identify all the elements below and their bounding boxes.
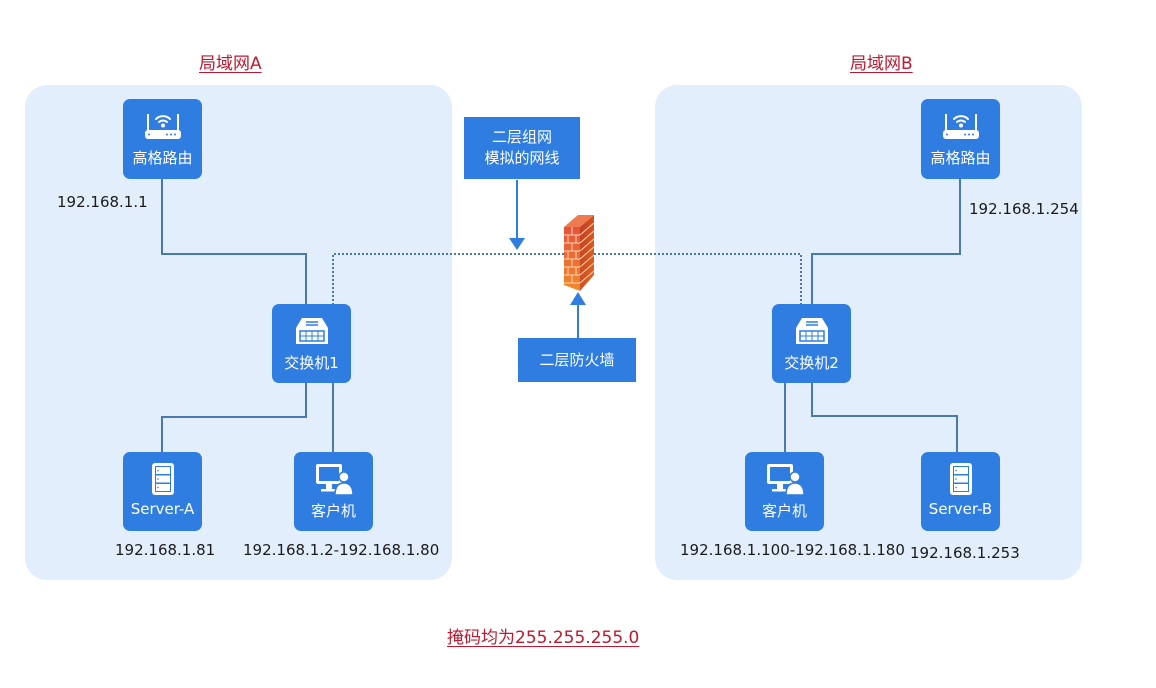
computer-user-icon	[766, 464, 805, 496]
router-b-ip: 192.168.1.254	[969, 200, 1079, 218]
switch-icon	[295, 318, 328, 344]
wire-switch-2-server-b	[811, 382, 958, 453]
switch-2-label: 交换机2	[784, 354, 839, 372]
router-a-ip: 192.168.1.1	[57, 193, 148, 211]
router-b-node[interactable]: 高格路由	[921, 99, 1000, 179]
subnet-mask-note: 掩码均为255.255.255.0	[447, 628, 640, 648]
brick-firewall-icon	[564, 215, 595, 291]
lan-b-panel	[655, 85, 1082, 580]
client-b-node[interactable]: 客户机	[745, 452, 824, 531]
firewall-callout: 二层防火墙	[518, 338, 636, 382]
wire-switch-1-server-a	[161, 382, 307, 453]
server-a-node[interactable]: Server-A	[123, 452, 202, 531]
cable-callout-arrow-head	[509, 238, 525, 250]
server-a-ip: 192.168.1.81	[115, 541, 216, 559]
server-b-label: Server-B	[928, 500, 993, 518]
switch-1-node[interactable]: 交换机1	[272, 304, 351, 383]
server-b-ip: 192.168.1.253	[910, 544, 1020, 562]
client-b-ip-range: 192.168.1.100-192.168.1.180	[680, 541, 905, 559]
router-a-node[interactable]: 高格路由	[123, 99, 202, 179]
server-a-label: Server-A	[130, 500, 195, 518]
router-a-label: 高格路由	[132, 149, 193, 167]
cable-callout-line-1: 二层组网	[491, 128, 552, 146]
firewall-callout-arrow-head	[570, 292, 586, 305]
computer-user-icon	[315, 464, 354, 496]
switch-2-node[interactable]: 交换机2	[772, 304, 851, 383]
wire-router-b-switch-2	[811, 178, 961, 305]
wire-router-a-switch-1	[161, 178, 307, 305]
lan-a-title: 局域网A	[199, 54, 262, 74]
lan-b-title: 局域网B	[850, 54, 913, 74]
client-b-label: 客户机	[761, 502, 807, 520]
firewall-callout-label: 二层防火墙	[539, 350, 615, 369]
switch-1-label: 交换机1	[284, 354, 339, 372]
server-icon	[151, 463, 174, 495]
client-a-label: 客户机	[310, 502, 356, 520]
wifi-router-icon	[144, 114, 181, 139]
router-b-label: 高格路由	[930, 149, 991, 167]
client-a-node[interactable]: 客户机	[294, 452, 373, 531]
cable-callout-line-2: 模拟的网线	[484, 149, 560, 167]
server-b-node[interactable]: Server-B	[921, 452, 1000, 531]
cable-callout: 二层组网 模拟的网线	[464, 117, 580, 179]
switch-icon	[795, 318, 828, 344]
client-a-ip-range: 192.168.1.2-192.168.1.80	[243, 541, 440, 559]
lan-a-panel	[25, 85, 452, 580]
wifi-router-icon	[942, 114, 979, 139]
server-icon	[949, 463, 972, 495]
